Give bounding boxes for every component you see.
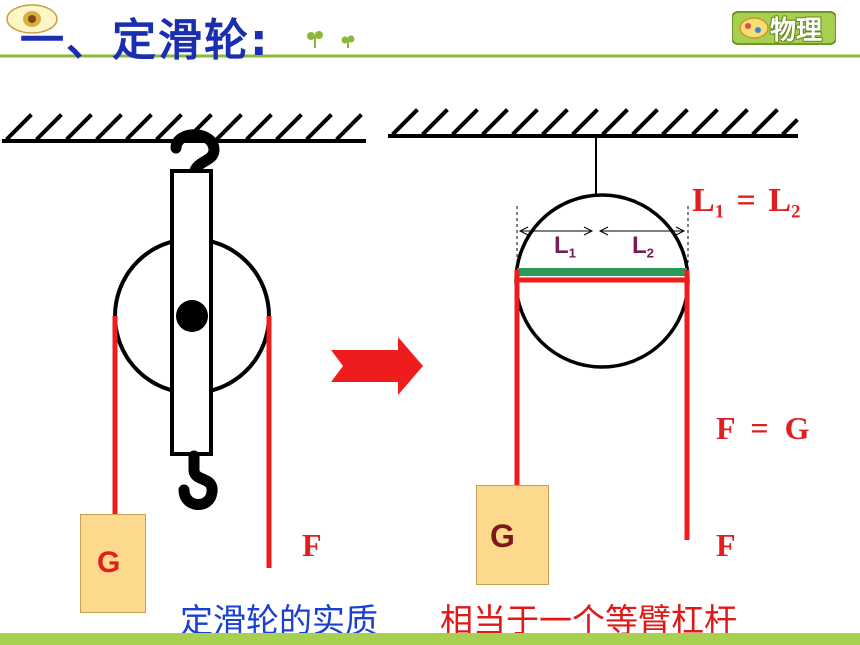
arm-label-l2-letter: L [632,232,647,259]
left-pulley-diagram [2,113,366,568]
arm-label-l1: L1 [554,232,576,261]
left-force-label: F [302,527,322,563]
arm-equation: L1 = L2 [692,182,800,224]
arm-label-l1-letter: L [554,232,569,259]
subject-badge-label: 物理 [770,16,823,46]
left-weight-block [80,514,146,613]
right-weight-block [476,485,549,585]
footer-bar [0,633,860,645]
axle [176,300,208,332]
arm-label-l2: L2 [632,232,654,261]
arm-equation-left-sub: 1 [714,201,725,223]
arm-equation-op: = [736,182,756,219]
left-weight-label: G [97,546,121,579]
header-decoration [0,31,860,58]
right-ceiling [388,108,799,138]
arm-equation-right-letter: L [768,182,792,219]
page-title: 一、定滑轮: [20,15,270,66]
arm-equation-right-sub: 2 [791,201,801,223]
sprout-icon [307,31,355,48]
transform-arrow-icon [331,337,423,395]
arm-equation-left-letter: L [692,182,715,219]
arm-label-l1-sub: 1 [568,245,577,261]
force-equation: F = G [716,410,810,446]
right-pulley-diagram [388,108,799,540]
right-weight-label: G [490,518,515,554]
right-force-label: F [716,527,736,563]
top-hook-icon [170,129,220,180]
school-logo-icon [6,4,58,34]
subject-badge-icon [732,11,836,45]
arm-label-l2-sub: 2 [646,245,655,261]
bottom-hook-icon [178,450,218,510]
arm-dimension-marks [516,206,689,268]
